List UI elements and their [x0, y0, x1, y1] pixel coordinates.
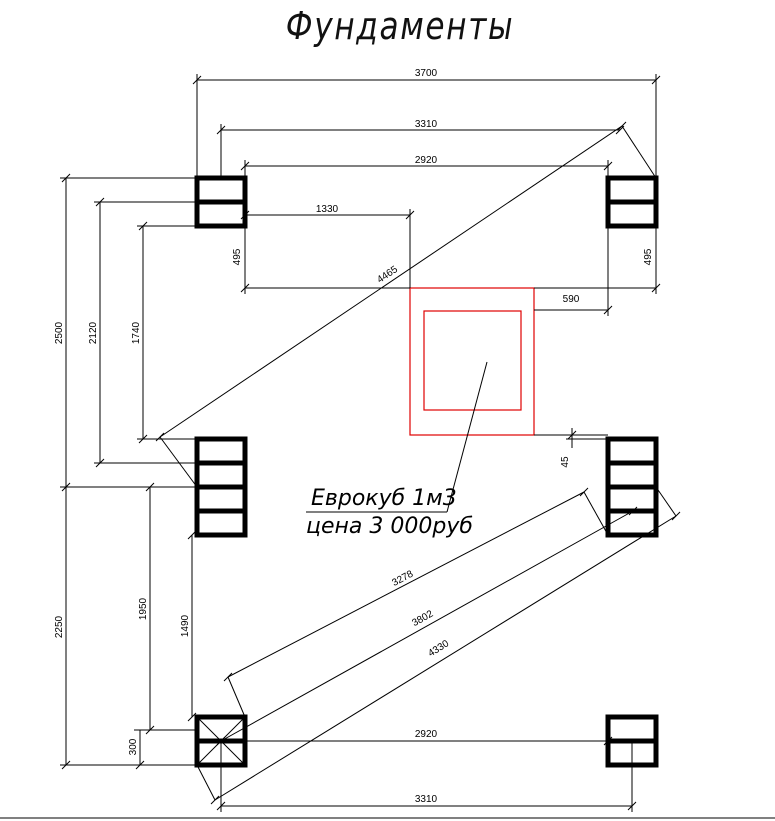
eurocube-note-line1: Еврокуб 1м3 [311, 486, 457, 511]
dim-3310-bottom-label: 3310 [415, 794, 438, 805]
dim-3310-top-label: 3310 [415, 119, 438, 130]
dim-590-label: 590 [563, 294, 580, 305]
dim-2920-top-label: 2920 [415, 155, 438, 166]
dim-495-left-label: 495 [232, 248, 243, 265]
dim-2920-bottom-label: 2920 [415, 729, 438, 740]
dim-2120-label: 2120 [88, 321, 99, 344]
dim-3700-label: 3700 [415, 68, 438, 79]
dim-300-label: 300 [128, 738, 139, 755]
dim-45-label: 45 [560, 456, 571, 468]
dim-1950-label: 1950 [138, 597, 149, 620]
dim-2250-label: 2250 [54, 615, 65, 638]
dim-2500-label: 2500 [54, 321, 65, 344]
foundation-block-top-left [194, 175, 248, 229]
dimension-lines [0, 74, 775, 819]
eurocube-symbol [409, 287, 535, 436]
foundation-block-top-right [605, 175, 659, 229]
drawing-title: Фундаменты [285, 4, 515, 48]
dim-4465-label: 4465 [375, 264, 400, 286]
foundation-block-mid-left [194, 436, 248, 538]
dim-1490-label: 1490 [180, 614, 191, 637]
dim-1740-label: 1740 [131, 321, 142, 344]
dim-1330-label: 1330 [316, 204, 339, 215]
eurocube-note-line2: цена 3 000руб [306, 514, 473, 539]
dim-495-right-label: 495 [643, 248, 654, 265]
dim-3802-label: 3802 [410, 608, 435, 629]
